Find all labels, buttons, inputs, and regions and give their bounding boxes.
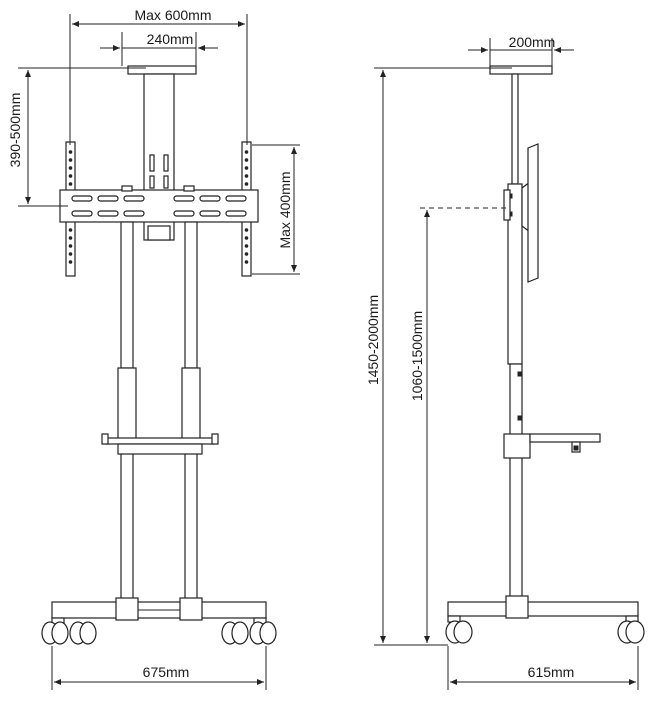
- side-shelf: [503, 433, 601, 459]
- mount-bar-slots: [71, 195, 247, 217]
- front-mount-bar: [59, 189, 259, 223]
- side-top-plate: [489, 65, 553, 75]
- dim-1060-1500-label: 1060-1500mm: [409, 311, 425, 401]
- dim-675-label: 675mm: [143, 664, 190, 680]
- column-slots: [149, 154, 169, 189]
- side-casters: [445, 620, 645, 644]
- dim-615-label: 615mm: [528, 664, 575, 680]
- column-bracket: [147, 225, 171, 241]
- dim-1450-2000-label: 1450-2000mm: [365, 295, 381, 385]
- front-post-left: [117, 221, 137, 603]
- side-view: 200mm 1450-2000mm 1060-1500mm 615mm: [365, 34, 645, 690]
- front-post-right: [181, 221, 201, 603]
- front-casters: [41, 617, 277, 645]
- side-tilt-bracket: [503, 143, 539, 283]
- side-upper-column: [511, 73, 519, 185]
- front-view: Max 600mm 240mm 390-500mm Max 400mm 675m…: [7, 7, 300, 690]
- dim-max-400-label: Max 400mm: [277, 171, 293, 248]
- dim-240-label: 240mm: [147, 31, 194, 47]
- side-lower-column: [509, 363, 523, 605]
- dim-200-label: 200mm: [509, 34, 556, 50]
- side-base: [447, 595, 639, 623]
- dim-390-500-label: 390-500mm: [7, 93, 23, 168]
- front-base: [51, 597, 267, 621]
- front-shelf: [101, 433, 219, 455]
- front-top-plate: [127, 65, 197, 75]
- dim-max-600-label: Max 600mm: [134, 7, 211, 23]
